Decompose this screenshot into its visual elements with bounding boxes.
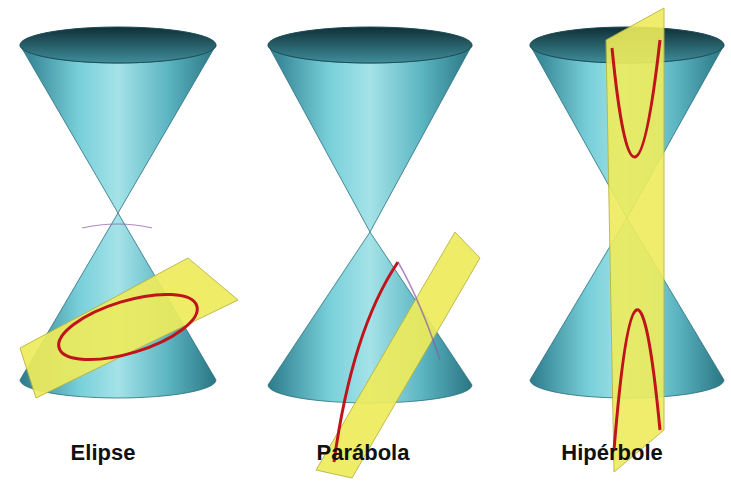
curve-label: Hipérbole (561, 440, 662, 466)
upper-nappe (268, 45, 472, 232)
parabola-cut (316, 232, 480, 478)
curve-label: Elipse (71, 440, 136, 466)
cutting-plane (606, 8, 664, 472)
parabola-hidden (398, 262, 440, 360)
cone-section-hint (82, 224, 152, 228)
hyperbola-upper (612, 40, 660, 157)
double-cone (268, 27, 472, 403)
hyperbola-cut (606, 8, 664, 472)
cone-opening (268, 27, 472, 63)
hyperbola-lower (614, 310, 660, 450)
ellipse-cut (20, 224, 238, 398)
cone-opening (20, 27, 216, 63)
cutting-plane (316, 232, 480, 478)
cutting-plane (20, 258, 238, 398)
upper-nappe (20, 45, 216, 213)
parabola-curve (334, 262, 398, 462)
curve-label: Parábola (317, 440, 410, 466)
ellipse-curve (52, 281, 205, 373)
